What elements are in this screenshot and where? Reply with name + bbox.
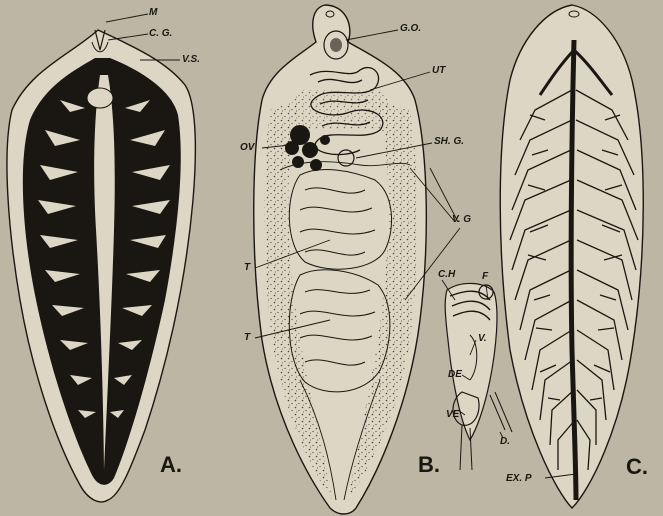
label-uterus: UT [432, 66, 445, 76]
label-cirrus-hook: C.H [438, 270, 455, 280]
label-d: D. [500, 437, 510, 447]
specimen-a-drawing [7, 30, 195, 502]
specimen-b-drawing [254, 5, 427, 514]
label-ovary: OV [240, 143, 254, 153]
panel-label-b: B. [418, 454, 440, 476]
label-cerebral-ganglion: C. G. [149, 29, 172, 39]
specimen-c-drawing [500, 5, 643, 508]
label-excretory-pore: EX. P [506, 474, 532, 484]
label-v: V. [478, 334, 487, 344]
label-testis-upper: T [244, 263, 250, 273]
label-ejaculatory-duct: DE [448, 370, 462, 380]
label-vitelline-gland: V. G [452, 215, 471, 225]
label-ventral-sucker: V.S. [182, 55, 200, 65]
panel-label-a: A. [160, 454, 182, 476]
label-genital-opening: G.O. [400, 24, 421, 34]
label-testis-lower: T [244, 333, 250, 343]
label-mouth: M [149, 8, 157, 18]
label-f: F [482, 272, 488, 282]
label-shell-gland: SH. G. [434, 137, 464, 147]
panel-label-c: C. [626, 456, 648, 478]
label-vesicula: VE [446, 410, 459, 420]
